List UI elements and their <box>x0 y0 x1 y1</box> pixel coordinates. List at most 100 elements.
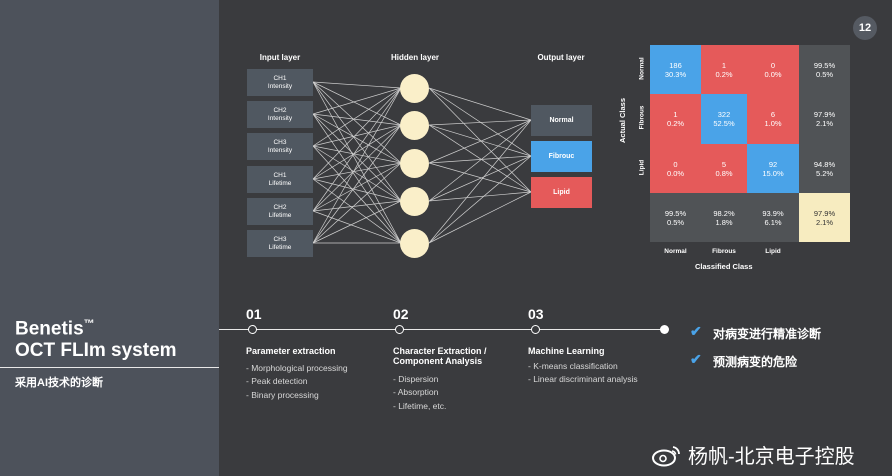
hidden-node <box>400 74 429 103</box>
cm-cell-value: 1 <box>721 60 727 70</box>
brand-line1: Benetis <box>15 318 84 340</box>
cm-cell-value: 94.8% <box>813 159 836 169</box>
weibo-logo-icon <box>652 445 680 466</box>
connection-line <box>312 124 402 147</box>
connection-line <box>428 191 532 244</box>
brand-title: Benetis™ OCT FLIm system <box>15 313 177 362</box>
cm-cell-value: 0 <box>770 60 776 70</box>
sidebar: Benetis™ OCT FLIm system 采用AI技术的诊断 <box>0 0 219 476</box>
cm-cell-percent: 6.1% <box>764 217 782 227</box>
hidden-node <box>400 149 429 178</box>
cm-cell-value: 1 <box>673 110 678 119</box>
outcome-item: 预测病变的危险 <box>713 355 798 369</box>
input-layer-title: Input layer <box>259 53 301 62</box>
cm-cell: 93.9%6.1% <box>747 193 799 242</box>
connection-line <box>428 87 532 193</box>
step-item: - Binary processing <box>246 390 319 400</box>
cm-cell-percent: 0.5% <box>666 217 685 227</box>
input-label-line1: CH2 <box>273 106 287 114</box>
step-title-line2: Component Analysis <box>393 356 483 366</box>
cm-cell: 97.9%2.1% <box>799 193 850 242</box>
connection-line <box>428 155 532 164</box>
cm-cell-value: 93.9% <box>762 208 784 218</box>
sidebar-subtitle: 采用AI技术的诊断 <box>15 377 103 389</box>
cm-cell-percent: 0.0% <box>764 69 782 79</box>
brand-line2: OCT FLIm system <box>15 340 177 362</box>
connection-line <box>312 200 402 244</box>
connection-line <box>428 119 532 126</box>
connection-line <box>312 113 402 244</box>
cm-cell-percent: 0.2% <box>715 69 733 79</box>
step-item: - Peak detection <box>246 376 308 386</box>
connection-line <box>312 87 402 244</box>
input-label-line1: CH3 <box>273 235 287 243</box>
connection-line <box>312 113 402 126</box>
outcome-item: 对病变进行精准诊断 <box>713 327 822 341</box>
check-icon: ✔ <box>690 351 702 367</box>
cm-cell-percent: 0.0% <box>666 168 685 178</box>
cm-cell: 97.9%2.1% <box>799 94 850 144</box>
input-label-line1: CH3 <box>273 138 287 146</box>
connection-line <box>312 113 402 164</box>
connection-line <box>312 178 402 202</box>
cm-cell-percent: 1.0% <box>764 119 782 128</box>
connection-line <box>312 113 402 202</box>
connection-line <box>312 81 402 202</box>
check-icon: ✔ <box>690 323 702 339</box>
connection-line <box>312 87 402 180</box>
input-label-line1: CH1 <box>273 171 287 179</box>
connection-line <box>312 145 402 202</box>
input-label-line2: Intensity <box>267 82 293 90</box>
input-label-line1: CH1 <box>273 74 287 82</box>
timeline-dot <box>395 325 404 334</box>
connection-line <box>428 155 532 244</box>
cm-cell-value: 98.2% <box>713 208 735 218</box>
hidden-layer-title: Hidden layer <box>390 53 439 62</box>
step-title: Parameter extraction <box>246 346 336 356</box>
step-item: - Morphological processing <box>246 363 348 373</box>
step-item: - K-means classification <box>528 361 618 371</box>
cm-cell-value: 99.5% <box>664 208 687 218</box>
cm-cell-value: 92 <box>768 159 778 169</box>
cm-cell-percent: 5.2% <box>815 168 834 178</box>
output-node-fibrouc: Fibrouc <box>531 141 592 172</box>
connection-line <box>428 87 532 157</box>
cm-cell: 94.8%5.2% <box>799 144 850 193</box>
page-number: 12 <box>853 16 877 40</box>
sidebar-divider <box>0 367 219 368</box>
cm-cell-percent: 30.3% <box>664 69 687 79</box>
y-axis-title: Actual Class <box>618 97 628 144</box>
hidden-node <box>400 111 429 140</box>
input-label-line2: Lifetime <box>268 211 292 219</box>
connection-line <box>428 191 532 202</box>
cm-col-label: Fibrous <box>712 248 736 255</box>
connection-line <box>312 81 402 126</box>
cm-cell-percent: 2.1% <box>815 119 834 128</box>
cm-row-label: Fibrous <box>638 105 646 130</box>
timeline-end-dot <box>660 325 669 334</box>
cm-cell-value: 97.9% <box>813 208 836 218</box>
hidden-node <box>400 229 429 258</box>
step-number: 03 <box>528 306 544 322</box>
connection-line <box>428 155 532 202</box>
connection-line <box>312 210 402 244</box>
connection-line <box>312 124 402 212</box>
cm-col-label: Lipid <box>765 248 781 255</box>
cm-cell-value: 322 <box>717 110 731 119</box>
hidden-node <box>400 187 429 216</box>
step-title: Machine Learning <box>528 346 605 356</box>
cm-cell: 98.2%1.8% <box>701 193 747 242</box>
input-label-line1: CH2 <box>273 203 287 211</box>
input-label-line2: Intensity <box>267 114 293 122</box>
watermark: 杨帆-北京电子控股 <box>652 440 855 469</box>
connection-line <box>312 162 402 244</box>
